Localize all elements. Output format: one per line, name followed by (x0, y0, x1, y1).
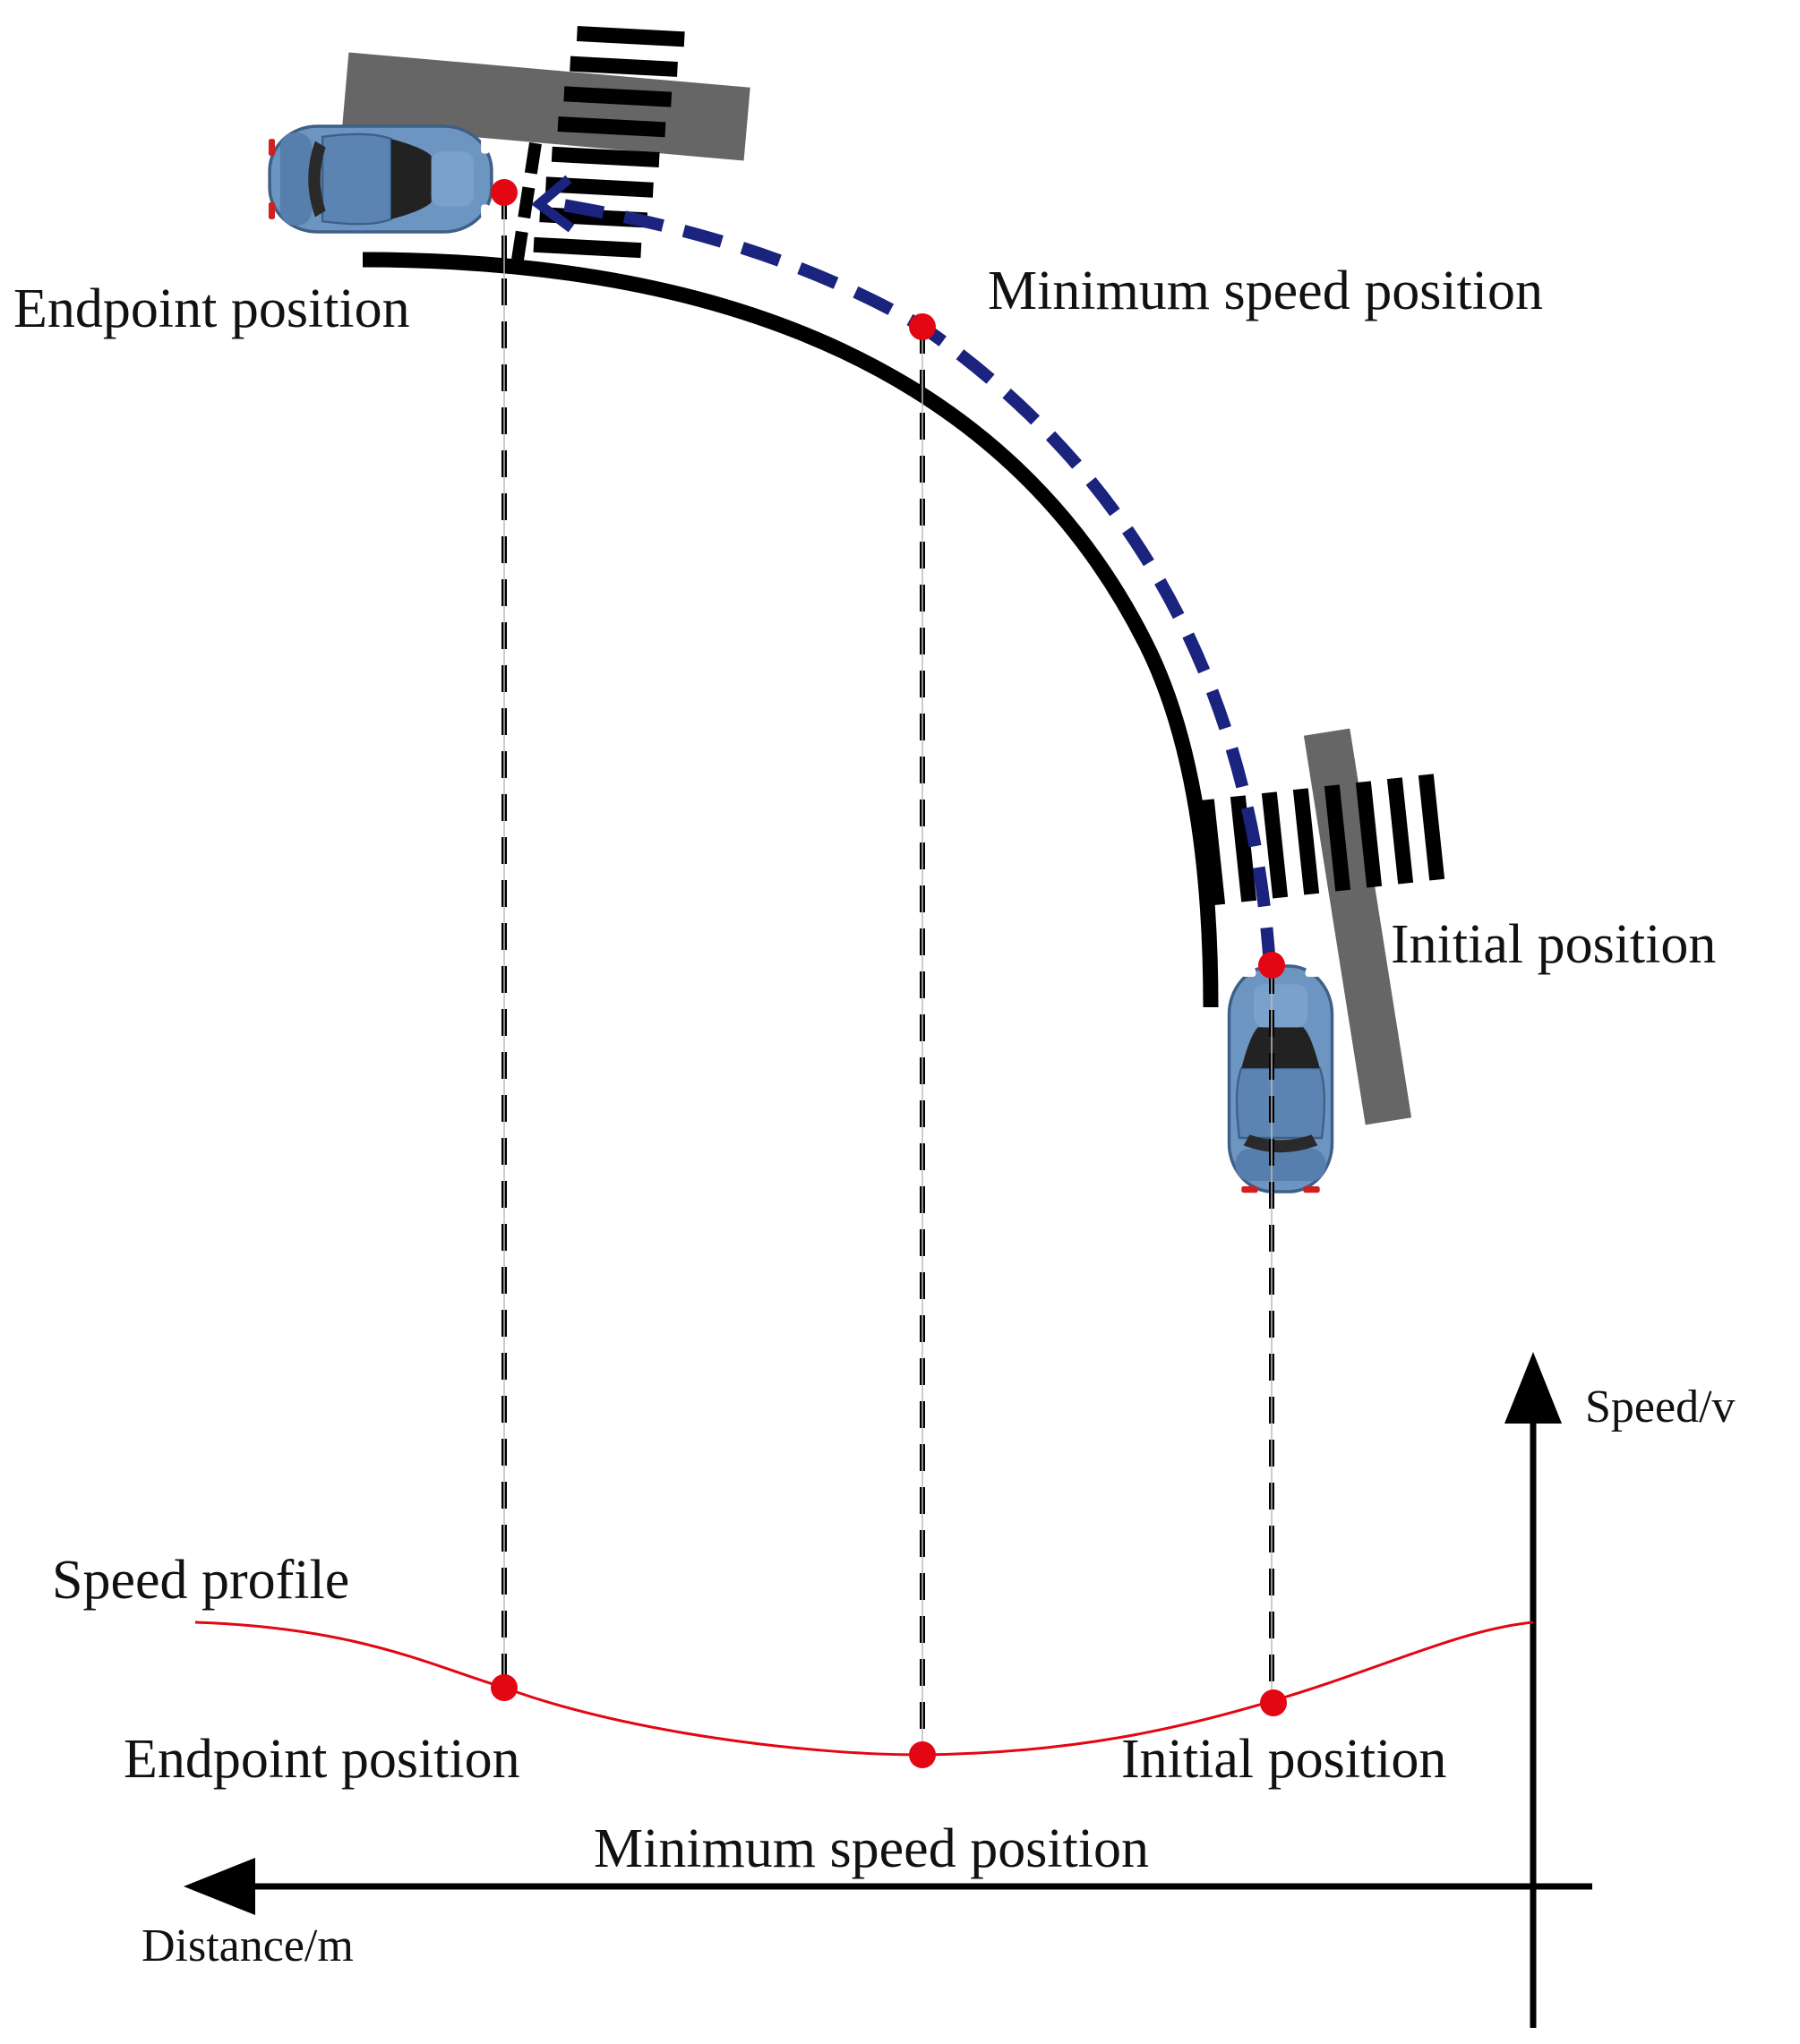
label-initial-top: Initial position (1391, 914, 1716, 975)
minimum-speed-marker-top (909, 313, 936, 340)
label-speed-profile: Speed profile (52, 1550, 349, 1611)
car-icon (267, 124, 493, 234)
car-icon (1227, 964, 1334, 1194)
label-minimum-speed-top: Minimum speed position (988, 261, 1543, 321)
vehicle-path (540, 195, 1276, 968)
label-minimum-speed-bottom: Minimum speed position (594, 1818, 1149, 1879)
endpoint-marker-top (491, 179, 518, 206)
x-axis-arrow (184, 1858, 255, 1915)
initial-marker-top (1258, 952, 1285, 979)
endpoint-marker-bottom (491, 1674, 518, 1701)
label-endpoint-bottom: Endpoint position (124, 1729, 520, 1790)
label-initial-bottom: Initial position (1121, 1729, 1446, 1790)
y-axis-label: Speed/v (1585, 1381, 1736, 1433)
path-arrow-head (531, 175, 575, 233)
road-curb (362, 252, 1219, 1008)
minimum-speed-marker-bottom (909, 1741, 936, 1768)
stop-line-top (511, 141, 542, 261)
y-axis-arrow (1504, 1352, 1562, 1424)
initial-marker-bottom (1260, 1689, 1287, 1716)
x-axis-label: Distance/m (141, 1920, 354, 1971)
label-endpoint-top: Endpoint position (13, 278, 410, 339)
